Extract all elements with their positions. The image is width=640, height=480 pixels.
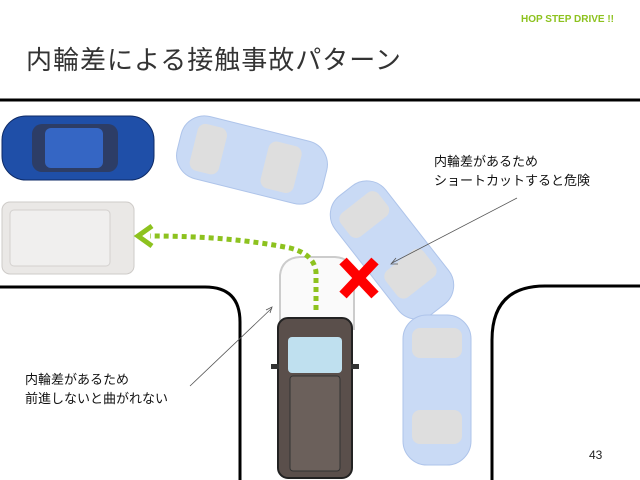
ghost-car-3: [402, 314, 472, 466]
ghost-car-1: [176, 115, 328, 205]
page-number: 43: [589, 448, 603, 462]
turning-van: [271, 317, 359, 479]
annotation-shortcut: 内輪差があるため ショートカットすると危険: [434, 153, 590, 191]
turn-path-arrow: [149, 233, 319, 310]
curb-left: [0, 285, 242, 480]
brand-logo-text: HOP STEP DRIVE !!: [521, 14, 614, 25]
annotation-pointers: [189, 197, 518, 387]
curb-right: [490, 284, 640, 480]
annotation-line: 内輪差があるため: [434, 155, 539, 170]
annotation-forward: 内輪差があるため 前進しないと曲がれない: [25, 371, 168, 409]
parked-sedan: [1, 115, 155, 181]
annotation-line: 内輪差があるため: [25, 373, 130, 388]
ghost-car-2: [329, 180, 455, 320]
arrow-head-icon: [133, 223, 154, 249]
annotation-line: ショートカットすると危険: [434, 174, 591, 189]
collision-x-icon: [339, 257, 379, 299]
page-title: 内輪差による接触事故パターン: [26, 46, 402, 76]
annotation-line: 前進しないと曲がれない: [25, 392, 169, 407]
ghost-van-left: [1, 201, 135, 275]
